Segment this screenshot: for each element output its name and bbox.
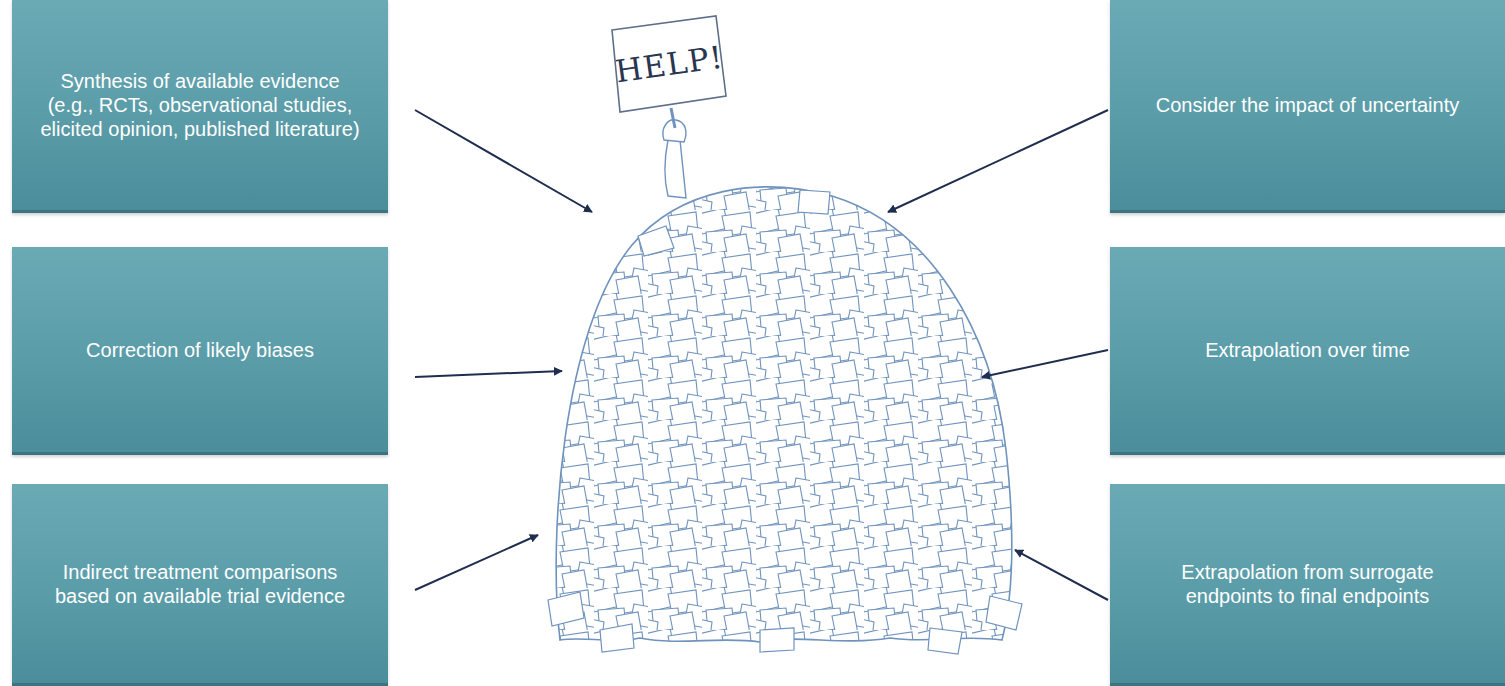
box-text: Correction of likely biases — [86, 338, 314, 362]
box-text: Extrapolation over time — [1205, 338, 1410, 362]
box-text: Indirect treatment comparisons based on … — [40, 560, 360, 608]
box-text: Synthesis of available evidence (e.g., R… — [40, 69, 360, 141]
process-box: Extrapolation from surrogate endpoints t… — [1110, 484, 1505, 686]
process-box: Extrapolation over time — [1110, 247, 1505, 455]
process-box: Synthesis of available evidence (e.g., R… — [12, 0, 388, 213]
process-box: Indirect treatment comparisons based on … — [12, 484, 388, 686]
box-text: Consider the impact of uncertainty — [1156, 93, 1460, 117]
process-box: Consider the impact of uncertainty — [1110, 0, 1505, 213]
box-text: Extrapolation from surrogate endpoints t… — [1138, 560, 1477, 608]
process-box: Correction of likely biases — [12, 247, 388, 455]
